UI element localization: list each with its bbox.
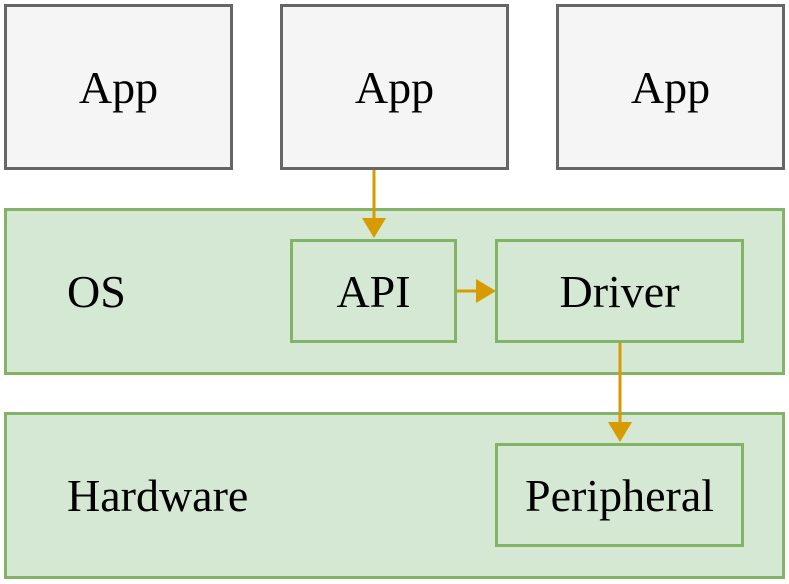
app-label: App — [630, 61, 711, 113]
driver-label: Driver — [559, 265, 680, 317]
arrowhead — [608, 422, 632, 442]
arrowhead — [362, 218, 386, 238]
arrowhead — [476, 279, 496, 303]
app-label: App — [354, 61, 435, 113]
app-box-3: App — [556, 4, 785, 170]
os-label: OS — [67, 266, 126, 317]
driver-box: Driver — [495, 239, 744, 343]
app-box-2: App — [280, 4, 509, 170]
hardware-label: Hardware — [67, 470, 249, 521]
api-box: API — [290, 239, 457, 343]
app-label: App — [78, 61, 159, 113]
api-label: API — [336, 265, 411, 317]
peripheral-label: Peripheral — [524, 469, 715, 521]
app-box-1: App — [4, 4, 233, 170]
peripheral-box: Peripheral — [495, 443, 744, 547]
